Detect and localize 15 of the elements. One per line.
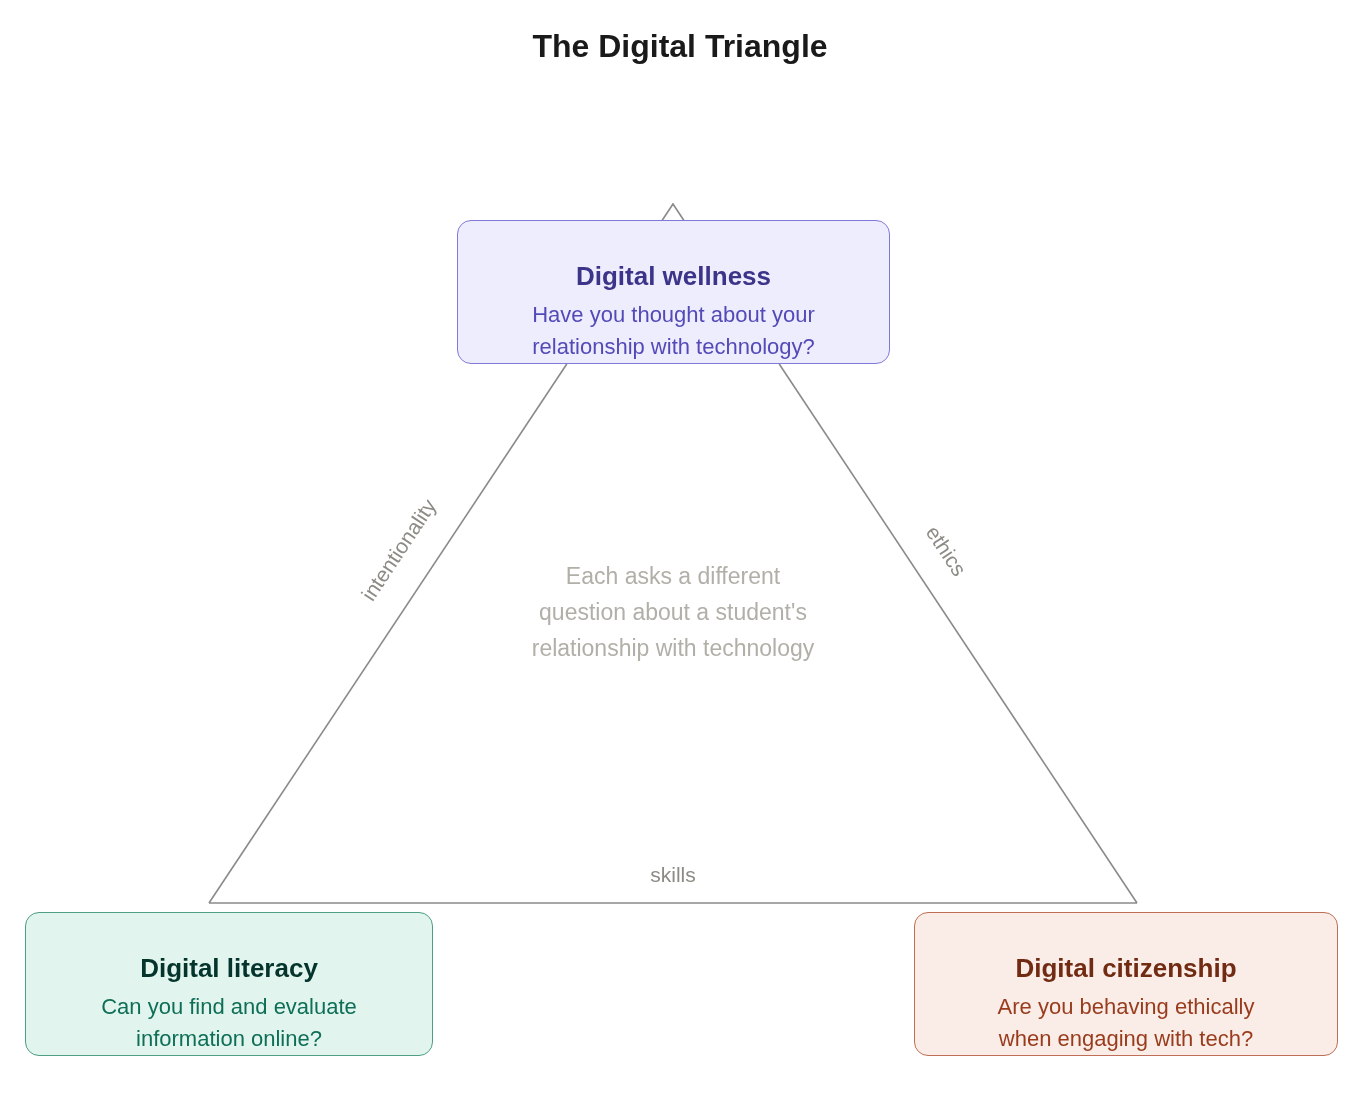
connector-line [208, 363, 568, 904]
diagram-title: The Digital Triangle [532, 27, 828, 66]
edge-label: skills [650, 862, 696, 888]
box-title: Digital wellness [575, 260, 772, 293]
box-question: Have you thought about your relationship with technology? [531, 301, 816, 361]
connector-line [778, 363, 1138, 904]
topic-box [457, 220, 890, 364]
box-title: Digital citizenship [1015, 952, 1237, 985]
center-note: Each asks a different question about a student's relationship with technology [530, 562, 816, 663]
topic-box [914, 912, 1338, 1056]
box-question: Can you find and evaluate information online? [100, 993, 358, 1053]
box-question: Are you behaving ethically when engaging with tech? [996, 993, 1256, 1053]
box-title: Digital literacy [140, 952, 318, 985]
topic-box [25, 912, 433, 1056]
connector-line [208, 902, 1138, 904]
